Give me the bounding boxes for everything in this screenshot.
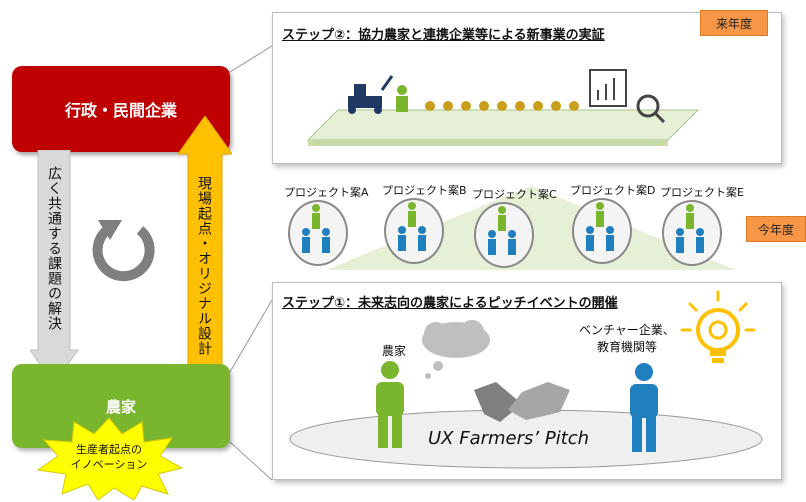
farmer-label: 農家 xyxy=(105,397,136,416)
innovation-line2: イノベーション xyxy=(70,458,148,471)
people-icon-e xyxy=(676,204,704,253)
down-arrow-text: 広く共通する課題の解決 xyxy=(46,166,62,331)
venture-label: ベンチャー企業、 教育機関等 xyxy=(572,322,682,356)
handshake-icon xyxy=(474,382,570,422)
magnifier-icon xyxy=(636,94,666,124)
gov-company-label: 行政・民間企業 xyxy=(64,101,177,120)
venture-line2: 教育機関等 xyxy=(596,340,657,354)
cycle-arrow-icon xyxy=(92,220,155,282)
step2-title: ステップ②：協力農家と連携企業等による新事業の実証 xyxy=(282,28,605,43)
innovation-line1: 生産者起点の xyxy=(76,443,142,456)
worker-icon xyxy=(396,85,408,112)
project-label-a: プロジェクト案A xyxy=(284,186,369,199)
farmer-figure-icon xyxy=(376,361,404,448)
crops-icon xyxy=(425,101,579,111)
chart-icon xyxy=(589,69,627,107)
field-illustration xyxy=(306,69,700,146)
project-people-icons xyxy=(302,202,704,255)
project-label-c: プロジェクト案C xyxy=(472,188,557,201)
tractor-icon xyxy=(348,75,394,114)
this-year-badge: 今年度 xyxy=(746,216,806,242)
pitch-label: UX Farmers’ Pitch xyxy=(428,428,590,449)
innovation-text: 生産者起点の イノベーション xyxy=(64,442,154,472)
step1-title: ステップ①：未来志向の農家によるピッチイベントの開催 xyxy=(282,296,618,311)
people-icon-c xyxy=(488,206,516,255)
up-arrow-text: 現場起点・オリジナル設計 xyxy=(196,176,212,356)
next-year-badge: 来年度 xyxy=(700,10,768,36)
project-label-b: プロジェクト案B xyxy=(382,184,467,197)
pitch-farmer-label: 農家 xyxy=(381,344,406,358)
people-icon-a xyxy=(302,204,330,253)
venture-figure-icon xyxy=(630,363,658,452)
people-icon-d xyxy=(586,202,614,251)
thought-cloud-icon xyxy=(422,320,490,379)
innovation-burst xyxy=(36,417,184,500)
venture-line1: ベンチャー企業、 xyxy=(579,323,675,337)
project-label-d: プロジェクト案D xyxy=(570,184,656,197)
people-icon-b xyxy=(398,202,426,251)
lightbulb-icon xyxy=(680,290,756,363)
project-label-e: プロジェクト案E xyxy=(660,186,744,199)
